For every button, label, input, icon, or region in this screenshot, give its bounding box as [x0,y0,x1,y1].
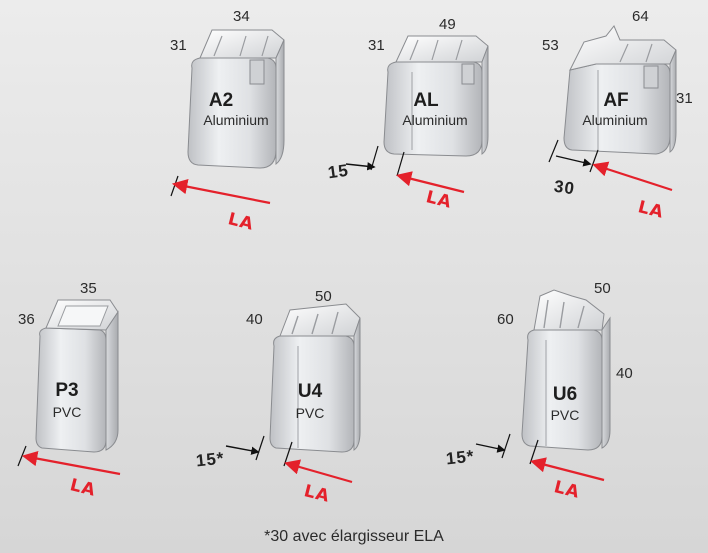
profile-af-dim-width: 64 [632,8,649,25]
profile-p3-dim-depth: 36 [18,311,35,328]
profile-u4-dim-depth: 40 [246,311,263,328]
profile-p3-la-arrow [17,445,121,476]
profile-af-dim-depth: 53 [542,37,559,54]
profile-al-dim-depth: 31 [368,37,385,54]
profile-a2-dim-width: 34 [233,8,250,25]
profile-al-shape [383,35,489,157]
profile-u6-dim-depth: 60 [497,311,514,328]
profile-u4-code: U4 [297,381,323,402]
profile-af-shape [563,25,677,155]
footnote: *30 avec élargisseur ELA [264,528,444,545]
profile-a2-code: A2 [208,90,234,111]
profile-u4-offset: 15* [195,448,226,471]
profile-u6-code: U6 [552,384,578,405]
profile-u4-shape [269,303,361,453]
profile-u4-material: PVC [295,405,325,421]
profile-al-offset: 15 [326,160,351,183]
profile-al-dim-width: 49 [439,16,456,33]
profile-af-material: Aluminium [582,112,648,128]
profile-al-code: AL [413,90,439,111]
profile-u6-offset: 15* [445,446,476,469]
profile-a2-la-arrow [170,175,271,205]
profile-p3-shape [35,299,119,453]
profile-p3-material: PVC [52,404,82,420]
profile-af-la-arrow [548,139,673,192]
profile-af-offset: 30 [552,176,577,199]
profile-p3-dim-width: 35 [80,280,97,297]
profile-u6-shape [521,289,611,451]
profile-af-dim-side: 31 [676,90,693,107]
profile-a2-material: Aluminium [203,112,269,128]
profile-u6-dim-width: 50 [594,280,611,297]
profile-a2-dim-depth: 31 [170,37,187,54]
profile-u4-dim-width: 50 [315,288,332,305]
profile-al-la-arrow [345,145,465,194]
profile-al-material: Aluminium [402,112,468,128]
profile-af-code: AF [603,90,629,111]
profile-a2-shape [187,29,285,169]
profile-u4-la-arrow [225,435,353,484]
profile-u6-material: PVC [550,407,580,423]
profile-u6-dim-side: 40 [616,365,633,382]
profile-u6-la-arrow [475,433,605,482]
profile-p3-code: P3 [55,380,79,401]
